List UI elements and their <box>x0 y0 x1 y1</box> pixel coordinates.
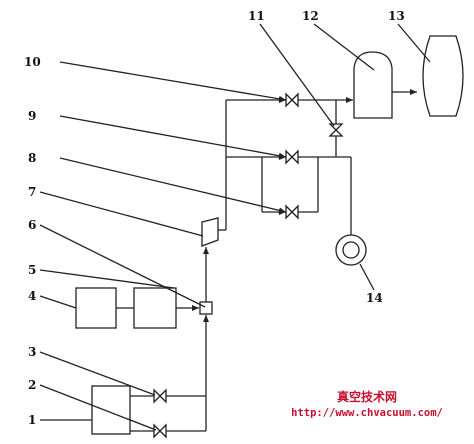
label-6: 6 <box>28 218 36 232</box>
valve-8 <box>285 204 299 220</box>
component-13-vessel <box>422 35 464 117</box>
component-4-box <box>75 287 117 329</box>
watermark: 真空技术网 http://www.chvacuum.com/ <box>281 390 453 424</box>
label-8: 8 <box>28 151 36 165</box>
label-5: 5 <box>28 263 36 277</box>
valve-2 <box>153 423 167 439</box>
leader-lines <box>39 23 431 431</box>
valve-11 <box>328 123 344 137</box>
component-6-junction <box>199 301 213 315</box>
label-4: 4 <box>28 289 36 303</box>
label-1: 1 <box>28 413 36 427</box>
watermark-url[interactable]: http://www.chvacuum.com/ <box>291 407 443 419</box>
label-12: 12 <box>302 9 319 23</box>
valve-10 <box>285 92 299 108</box>
label-13: 13 <box>388 9 405 23</box>
label-3: 3 <box>28 345 36 359</box>
label-14: 14 <box>366 291 383 305</box>
valve-3 <box>153 388 167 404</box>
component-14-pump-inner <box>342 241 360 259</box>
label-11: 11 <box>248 9 265 23</box>
watermark-title: 真空技术网 <box>336 390 397 404</box>
label-9: 9 <box>28 109 36 123</box>
valve-9 <box>285 149 299 165</box>
piping <box>116 89 417 432</box>
label-10: 10 <box>24 55 41 69</box>
label-2: 2 <box>28 378 36 392</box>
component-1-box <box>91 385 131 435</box>
component-12-vessel <box>353 51 393 119</box>
component-5-box <box>133 287 177 329</box>
label-7: 7 <box>28 185 36 199</box>
component-7-unit <box>201 217 219 247</box>
